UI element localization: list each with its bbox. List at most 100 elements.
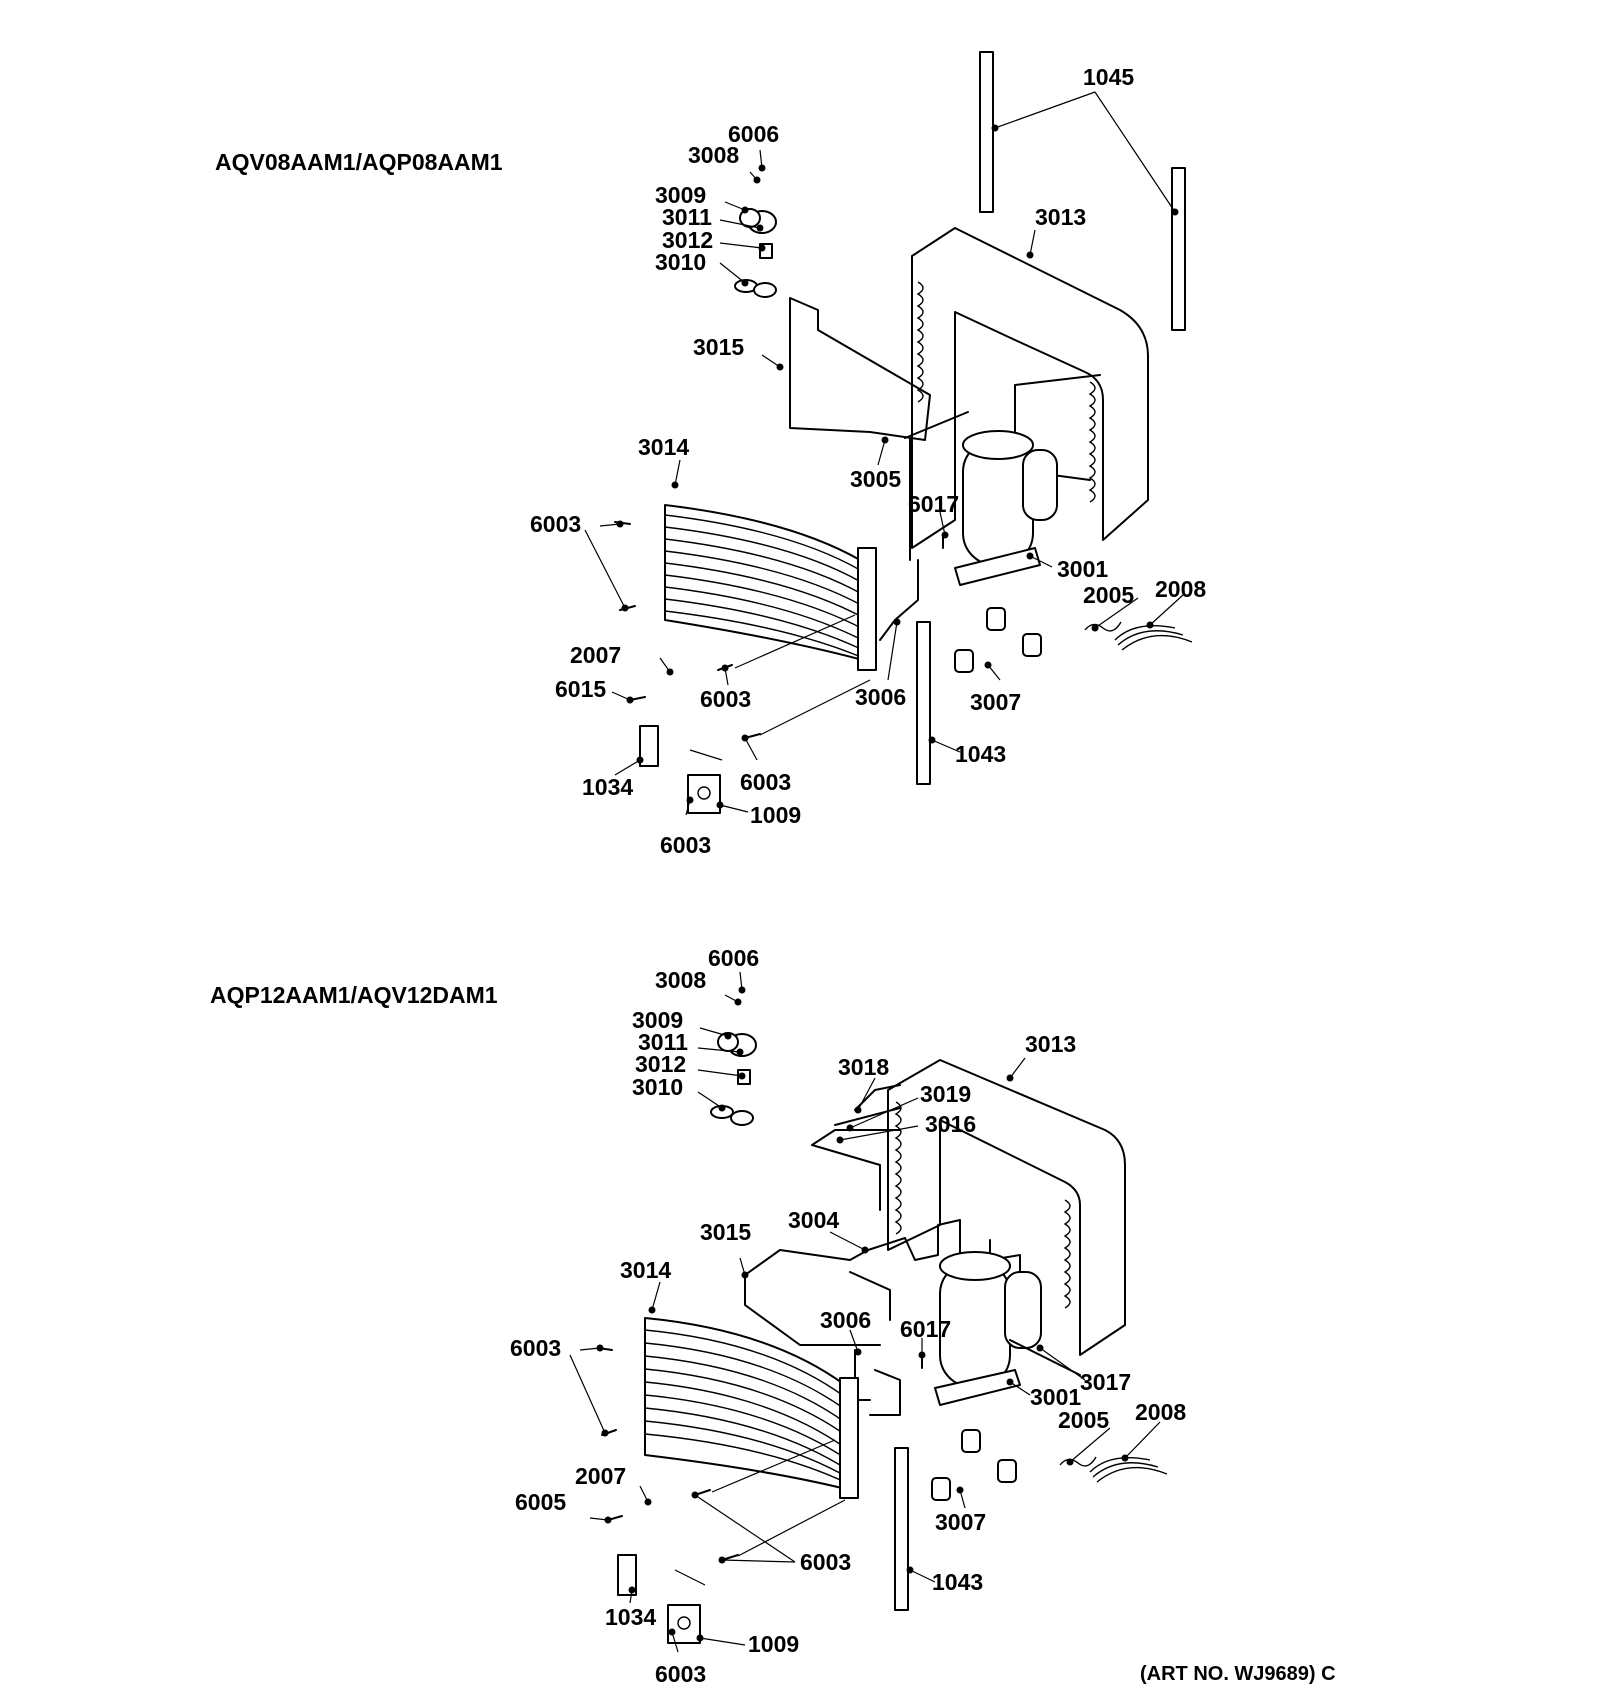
- label-6003-b: 6003: [700, 686, 751, 712]
- part-2008-harness[interactable]: [1114, 625, 1193, 651]
- label-3014: 3014: [638, 434, 689, 460]
- part-1043-bar[interactable]: [916, 621, 931, 785]
- label-2008: 2008: [1155, 576, 1206, 602]
- part-2005-wire[interactable]: [1059, 1456, 1097, 1467]
- label-3009: 3009: [655, 182, 706, 208]
- diagonal-guide-1: [689, 614, 871, 761]
- part-3015-tube[interactable]: [744, 1249, 891, 1346]
- evaporator-side-plate: [839, 1377, 859, 1499]
- label-2007: 2007: [575, 1463, 626, 1489]
- part-3006-tube[interactable]: [879, 437, 919, 641]
- part-1045-bar-right[interactable]: [1171, 167, 1186, 331]
- label-3005: 3005: [850, 466, 901, 492]
- lower-model-title: AQP12AAM1/AQV12DAM1: [210, 982, 498, 1008]
- label-3008: 3008: [655, 967, 706, 993]
- part-2008-harness[interactable]: [1089, 1457, 1168, 1483]
- label-3013: 3013: [1035, 204, 1086, 230]
- accumulator: [1022, 449, 1058, 521]
- part-3014-evaporator[interactable]: [664, 504, 871, 663]
- label-1043: 1043: [932, 1569, 983, 1595]
- part-3017-tube[interactable]: [1009, 1339, 1081, 1376]
- part-3005-tube[interactable]: [904, 411, 969, 439]
- label-3001: 3001: [1030, 1384, 1081, 1410]
- compressor-top: [939, 1251, 1011, 1281]
- label-1034: 1034: [605, 1604, 656, 1630]
- coil-hairpins-left: [894, 1101, 902, 1235]
- label-3015: 3015: [700, 1219, 751, 1245]
- part-3007-grommet-1[interactable]: [986, 607, 1006, 631]
- part-3007-grommet-3[interactable]: [954, 649, 974, 673]
- bracket-hole: [677, 1616, 691, 1630]
- label-3011: 3011: [638, 1029, 688, 1055]
- label-6003-c: 6003: [740, 769, 791, 795]
- part-3007-grommet-2[interactable]: [997, 1459, 1017, 1483]
- label-3010: 3010: [632, 1074, 683, 1100]
- label-2005: 2005: [1058, 1407, 1109, 1433]
- diagonal-guide-1: [674, 1439, 846, 1586]
- coil-hairpins-right: [1063, 1199, 1071, 1309]
- bracket-hole: [697, 786, 711, 800]
- label-3015: 3015: [693, 334, 744, 360]
- label-3017: 3017: [1080, 1369, 1131, 1395]
- label-3009: 3009: [632, 1007, 683, 1033]
- part-3007-grommet-2[interactable]: [1022, 633, 1042, 657]
- label-6003-a: 6003: [530, 511, 581, 537]
- compressor-top: [962, 430, 1034, 460]
- label-1009: 1009: [750, 802, 801, 828]
- evaporator-fins: [664, 514, 869, 661]
- part-3016-tube[interactable]: [811, 1129, 901, 1211]
- label-6006: 6006: [708, 945, 759, 971]
- part-3015-tube[interactable]: [789, 297, 931, 441]
- part-1045-bar-left[interactable]: [979, 51, 994, 213]
- label-3012: 3012: [662, 227, 713, 253]
- part-3013-condenser-coil[interactable]: [911, 227, 1149, 549]
- label-3007: 3007: [970, 689, 1021, 715]
- label-3011: 3011: [662, 204, 712, 230]
- label-2005: 2005: [1083, 582, 1134, 608]
- label-3004: 3004: [788, 1207, 839, 1233]
- lower-part-labels: 6006 3008 3009 3011 3012 3010 3013 3018 …: [510, 945, 1186, 1687]
- label-2007: 2007: [570, 642, 621, 668]
- part-3007-grommet-1[interactable]: [961, 1429, 981, 1453]
- lower-assembly: AQP12AAM1/AQV12DAM1: [210, 945, 1336, 1687]
- label-6003-b: 6003: [800, 1549, 851, 1575]
- label-3019: 3019: [920, 1081, 971, 1107]
- label-6017: 6017: [908, 491, 959, 517]
- label-3006: 3006: [855, 684, 906, 710]
- label-6015: 6015: [555, 676, 606, 702]
- coil-hairpins-right: [1088, 381, 1096, 503]
- compressor-base-plate: [934, 1369, 1021, 1406]
- label-3018: 3018: [838, 1054, 889, 1080]
- label-3006: 3006: [820, 1307, 871, 1333]
- label-1043: 1043: [955, 741, 1006, 767]
- coil-hairpins-left: [916, 281, 924, 403]
- part-3006-tube[interactable]: [854, 1349, 901, 1416]
- upper-model-title: AQV08AAM1/AQP08AAM1: [215, 149, 503, 175]
- part-3010-gasket-2[interactable]: [730, 1110, 754, 1126]
- part-1034-bracket[interactable]: [639, 725, 659, 767]
- lower-leader-dots: [596, 986, 1129, 1642]
- label-6017: 6017: [900, 1316, 951, 1342]
- label-6006: 6006: [728, 121, 779, 147]
- part-2005-wire[interactable]: [1084, 621, 1122, 632]
- label-3014: 3014: [620, 1257, 671, 1283]
- upper-part-labels: 1045 6006 3008 3009 3011 3012 3010 3013 …: [530, 64, 1206, 858]
- part-3004-tube[interactable]: [867, 1219, 961, 1271]
- compressor-base-plate: [954, 547, 1041, 586]
- part-1034-bracket[interactable]: [617, 1554, 637, 1596]
- part-1043-bar[interactable]: [894, 1447, 909, 1611]
- label-6005: 6005: [515, 1489, 566, 1515]
- label-6003-c: 6003: [655, 1661, 706, 1687]
- label-2008: 2008: [1135, 1399, 1186, 1425]
- art-number: (ART NO. WJ9689) C: [1140, 1663, 1336, 1685]
- part-3010-gasket-2[interactable]: [753, 282, 777, 298]
- part-1009-bracket[interactable]: [687, 774, 721, 814]
- part-3007-grommet-3[interactable]: [931, 1477, 951, 1501]
- upper-assembly: AQV08AAM1/AQP08AAM1: [215, 51, 1206, 858]
- part-1009-bracket[interactable]: [667, 1604, 701, 1644]
- part-3014-evaporator[interactable]: [644, 1317, 851, 1491]
- label-6003-d: 6003: [660, 832, 711, 858]
- part-3013-condenser-coil[interactable]: [887, 1059, 1126, 1356]
- upper-leader-dots: [616, 124, 1179, 809]
- accumulator: [1004, 1271, 1042, 1349]
